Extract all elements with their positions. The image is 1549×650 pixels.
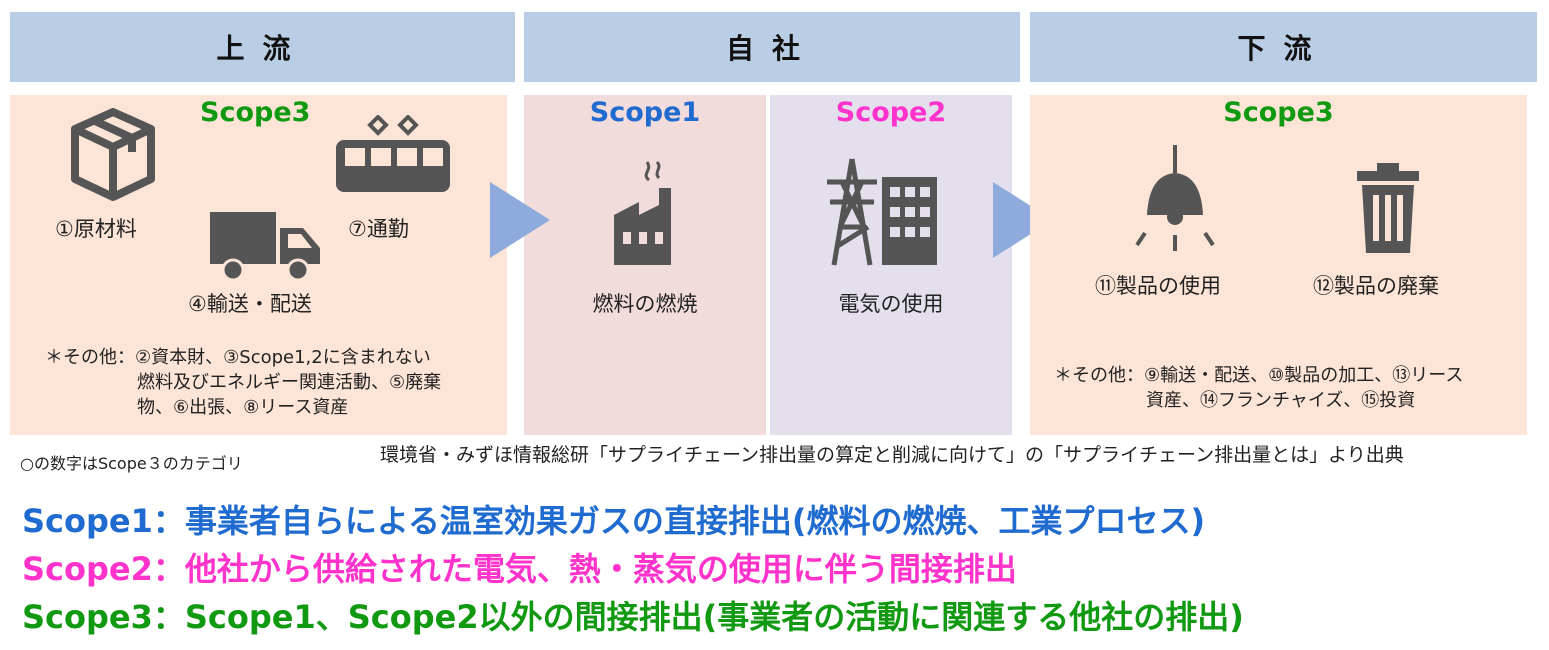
train-icon — [336, 115, 450, 192]
item-raw-materials: ①原材料 — [55, 217, 137, 241]
factory-icon — [614, 160, 671, 265]
definition-scope2: Scope2：他社から供給された電気、熱・蒸気の使用に伴う間接排出 — [22, 550, 1017, 588]
category-note: ○の数字はScope３のカテゴリ — [20, 454, 243, 473]
source-citation: 環境省・みずほ情報総研「サプライチェーン排出量の算定と削減に向けて」の「サプライ… — [380, 444, 1404, 466]
note-line: ＊その他：②資本財、③Scope1,2に含まれない — [45, 347, 431, 368]
header-company: 自社 — [524, 12, 1020, 82]
power-tower-building-icon — [827, 158, 937, 266]
box-icon — [71, 108, 155, 201]
item-product-disposal: ⑫製品の廃棄 — [1313, 274, 1439, 298]
downstream-scope3-label: Scope3 — [1223, 97, 1334, 128]
header-downstream: 下流 — [1030, 12, 1537, 82]
scope2-label: Scope2 — [835, 97, 947, 128]
header-upstream: 上流 — [10, 12, 515, 82]
item-transport: ④輸送・配送 — [188, 292, 312, 316]
downstream-panel: Scope3 ⑪製品の使用 ⑫製品の廃棄 ＊その他：⑨輸送・配送、⑩製品の加工、… — [1030, 95, 1527, 435]
item-fuel-combustion: 燃料の燃焼 — [592, 292, 698, 316]
scope2-panel: Scope2 電気の使用 — [770, 95, 1012, 435]
scope1-label: Scope1 — [589, 97, 701, 128]
item-commute: ⑦通勤 — [348, 217, 409, 241]
downstream-other-note: ＊その他：⑨輸送・配送、⑩製品の加工、⑬リース 資産、⑭フランチャイズ、⑮投資 — [1054, 363, 1463, 413]
arrow-right-icon — [490, 182, 550, 258]
note-line: 物、⑥出張、⑧リース資産 — [137, 397, 349, 418]
definition-scope3: Scope3：Scope1、Scope2以外の間接排出(事業者の活動に関連する他… — [22, 598, 1244, 636]
trash-icon — [1357, 163, 1419, 253]
note-line: 燃料及びエネルギー関連活動、⑤廃棄 — [137, 372, 442, 393]
upstream-scope3-label: Scope3 — [200, 97, 311, 128]
note-line: 資産、⑭フランチャイズ、⑮投資 — [1146, 390, 1416, 411]
item-electricity-use: 電気の使用 — [838, 292, 944, 316]
lamp-icon — [1135, 145, 1215, 251]
truck-icon — [210, 212, 320, 282]
scope1-panel: Scope1 燃料の燃焼 — [524, 95, 766, 435]
item-product-use: ⑪製品の使用 — [1095, 274, 1221, 298]
definition-scope1: Scope1：事業者自らによる温室効果ガスの直接排出(燃料の燃焼、工業プロセス) — [22, 502, 1206, 540]
upstream-other-note: ＊その他：②資本財、③Scope1,2に含まれない 燃料及びエネルギー関連活動、… — [45, 345, 441, 420]
upstream-panel: Scope3 ①原材料 ⑦通勤 ④輸送・配送 ＊その他：②資本財、③Scope1… — [10, 95, 507, 435]
note-line: ＊その他：⑨輸送・配送、⑩製品の加工、⑬リース — [1054, 365, 1464, 386]
